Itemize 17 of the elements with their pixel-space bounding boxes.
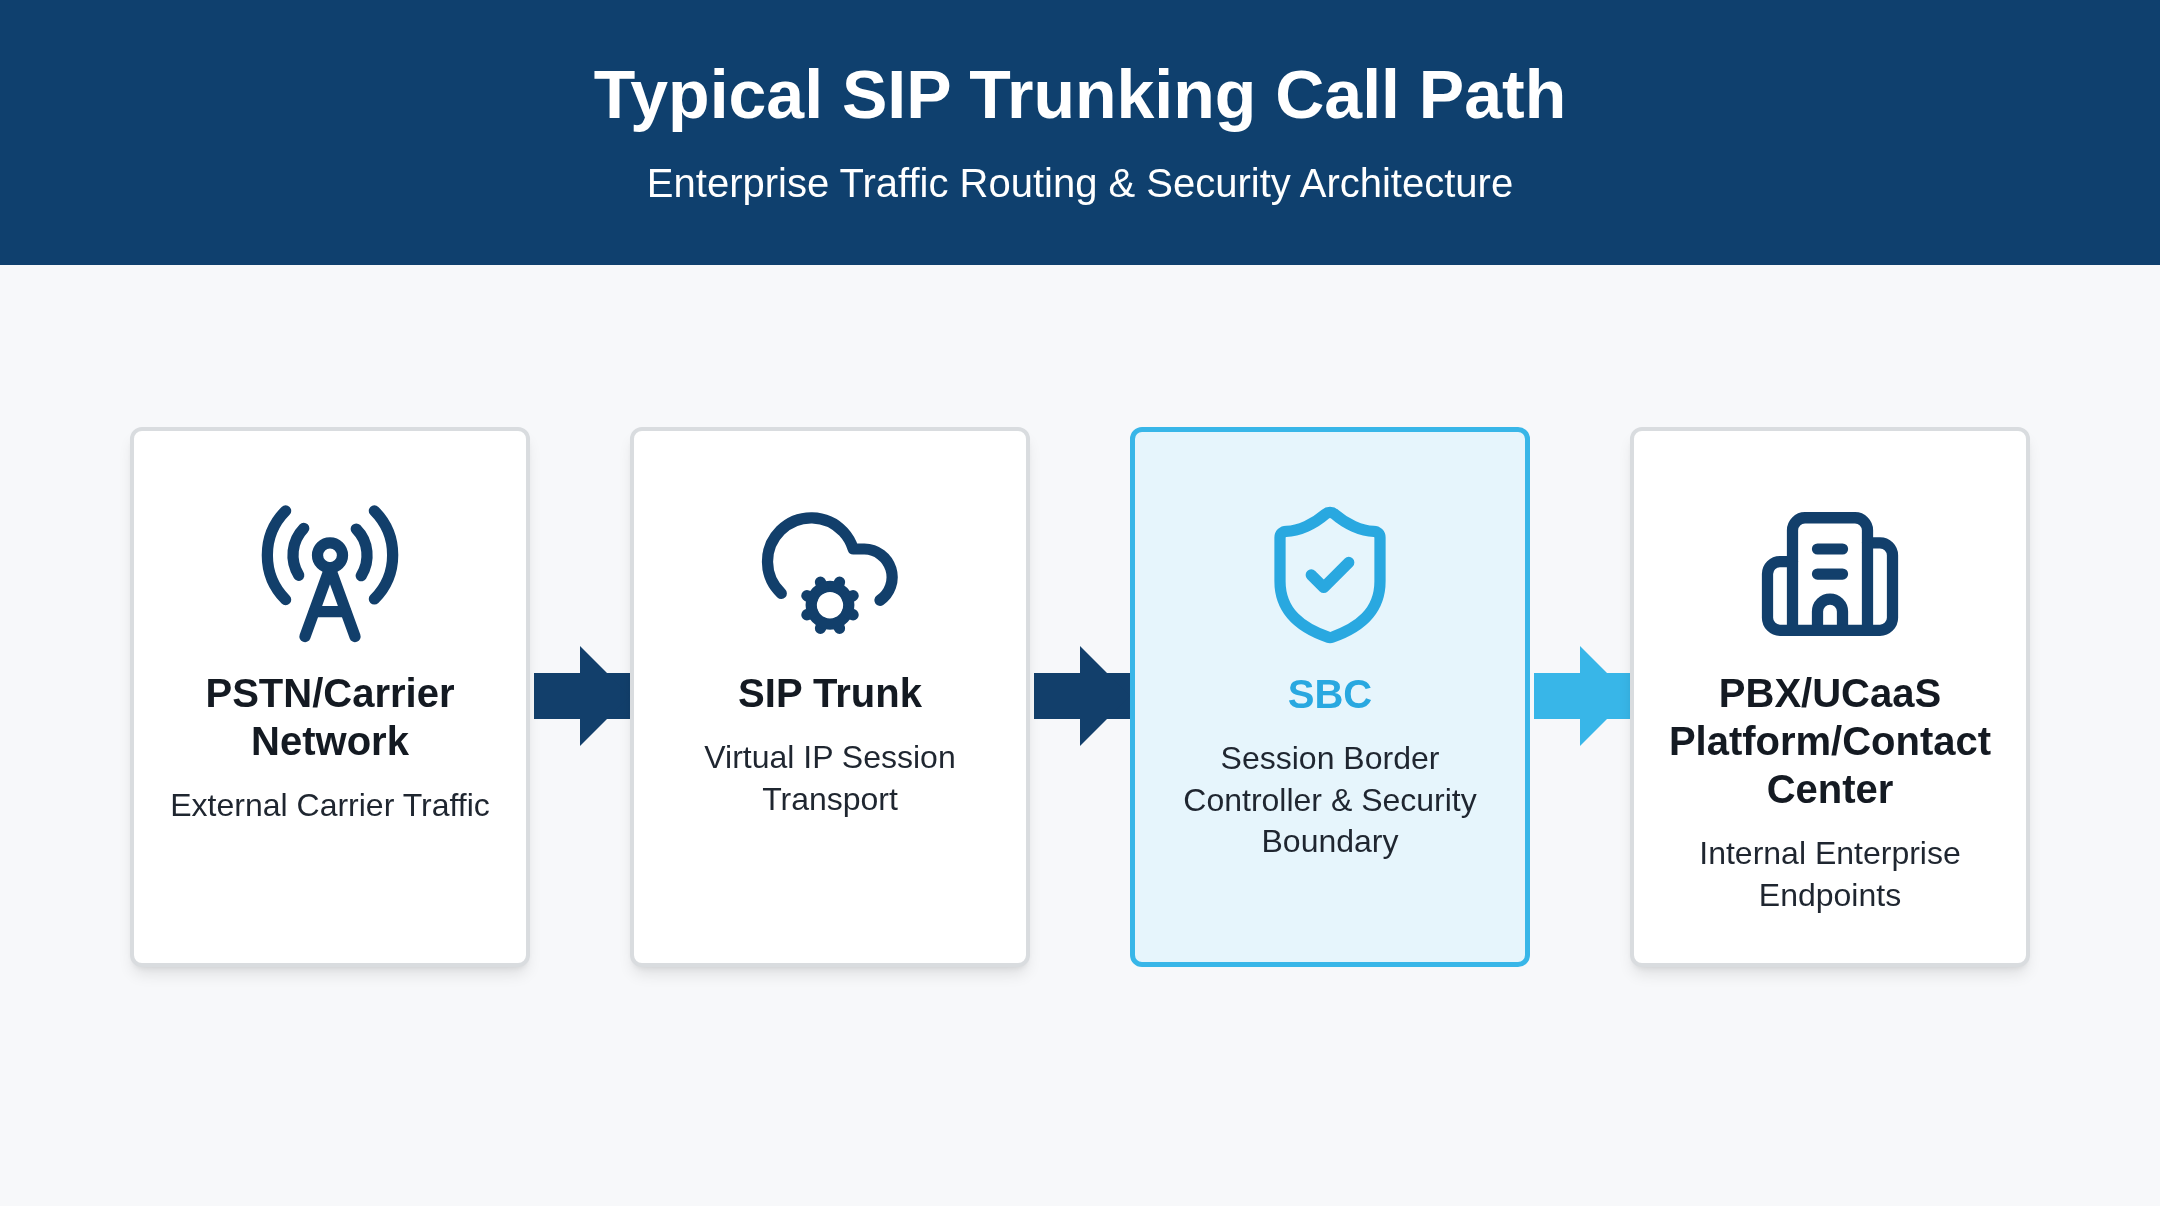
subtitle: Enterprise Traffic Routing & Security Architecture	[646, 160, 1514, 207]
card-description: External Carrier Traffic	[170, 786, 490, 825]
process-card	[1630, 427, 2030, 967]
card-description: Virtual IP Session Transport	[703, 738, 957, 819]
card-heading: SIP Trunk	[738, 670, 922, 717]
arrow	[1034, 646, 1130, 746]
arrow	[1534, 646, 1630, 746]
process-card	[630, 427, 1030, 967]
title: Typical SIP Trunking Call Path	[593, 55, 1567, 134]
card-description: Internal Enterprise Endpoints	[1698, 834, 1962, 915]
card-heading: PBX/UCaaS Platform/Contact Center	[1667, 670, 1993, 813]
card-heading: PSTN/Carrier Network	[204, 670, 456, 765]
process-card	[130, 427, 530, 967]
card-heading: SBC	[1287, 671, 1373, 718]
card-description: Session Border Controller & Security Boundary	[1182, 739, 1478, 862]
process-card	[1130, 427, 1530, 967]
arrow	[534, 646, 630, 746]
